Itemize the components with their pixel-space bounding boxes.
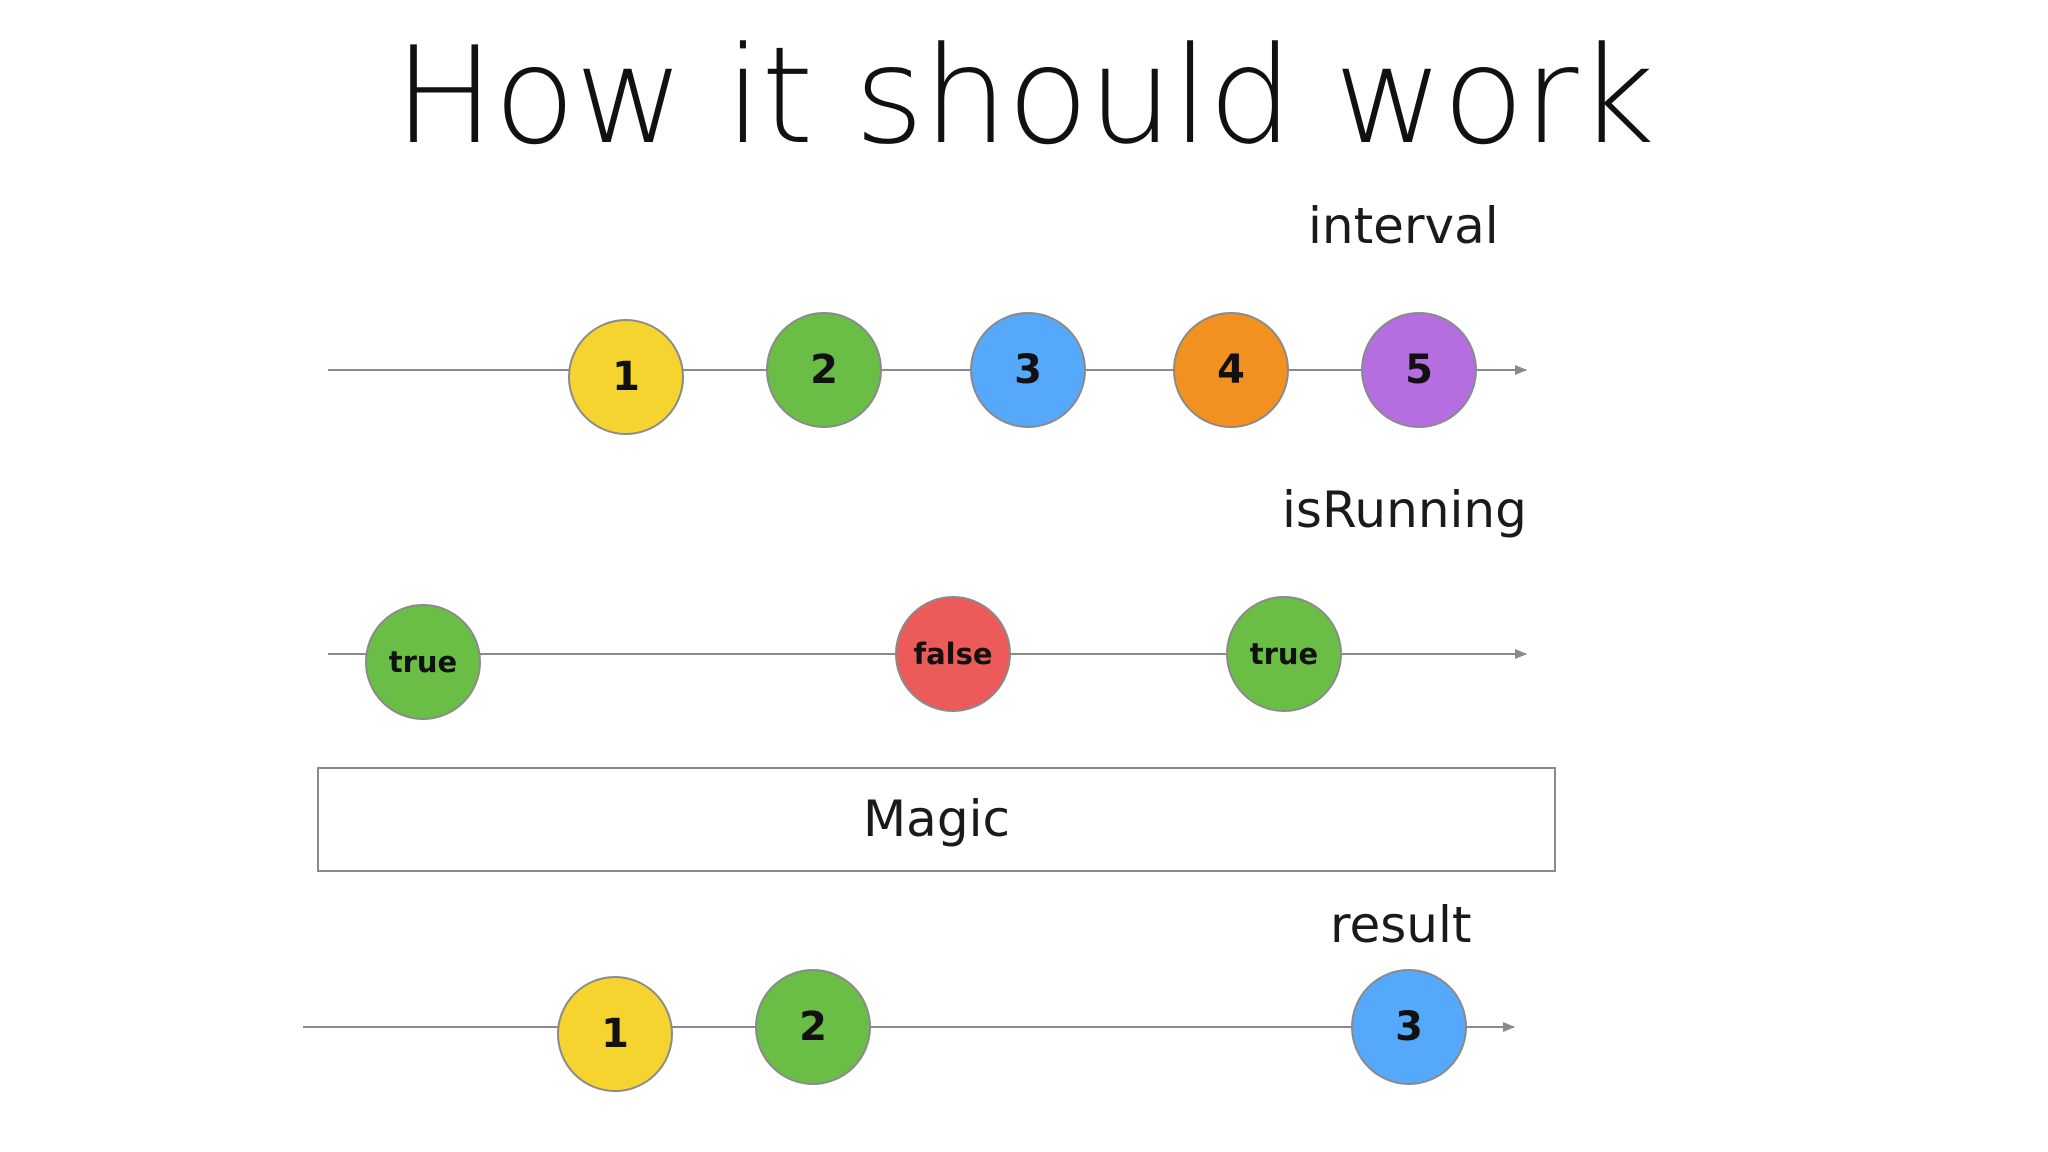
marble-interval-2: 2 (766, 312, 882, 428)
marble-result-3: 3 (1351, 969, 1467, 1085)
marble-isrunning-2: false (895, 596, 1011, 712)
marble-label: 3 (1014, 347, 1042, 393)
marble-circle (755, 969, 871, 1085)
marble-label: false (913, 637, 992, 671)
marble-label: 1 (612, 354, 640, 400)
stream-label-result: result (1330, 896, 1472, 954)
marble-isrunning-3: true (1226, 596, 1342, 712)
marbles: 1 2 3 4 5 true false true 1 2 3 (365, 312, 1477, 1092)
marble-circle (1226, 596, 1342, 712)
marble-label: 2 (799, 1004, 827, 1050)
marble-isrunning-1: true (365, 604, 481, 720)
marble-circle (895, 596, 1011, 712)
marble-circle (568, 319, 684, 435)
marble-label: 4 (1217, 347, 1245, 393)
marble-label: true (389, 645, 457, 679)
marble-label: 3 (1395, 1004, 1423, 1050)
marble-interval-1: 1 (568, 319, 684, 435)
marble-label: 1 (601, 1011, 629, 1057)
marble-circle (1361, 312, 1477, 428)
marble-circle (557, 976, 673, 1092)
marble-result-2: 2 (755, 969, 871, 1085)
operator-label: Magic (863, 790, 1010, 848)
marble-circle (1351, 969, 1467, 1085)
marble-result-1: 1 (557, 976, 673, 1092)
marble-interval-5: 5 (1361, 312, 1477, 428)
slide-title: How it should work (393, 18, 1655, 174)
marble-label: 2 (810, 347, 838, 393)
marble-circle (365, 604, 481, 720)
marble-label: 5 (1405, 347, 1433, 393)
marble-circle (970, 312, 1086, 428)
marble-label: true (1250, 637, 1318, 671)
stream-label-isrunning: isRunning (1282, 481, 1527, 539)
stream-label-interval: interval (1308, 197, 1499, 255)
operator-box: Magic (317, 767, 1556, 872)
marble-circle (766, 312, 882, 428)
marble-interval-3: 3 (970, 312, 1086, 428)
marble-circle (1173, 312, 1289, 428)
marble-interval-4: 4 (1173, 312, 1289, 428)
